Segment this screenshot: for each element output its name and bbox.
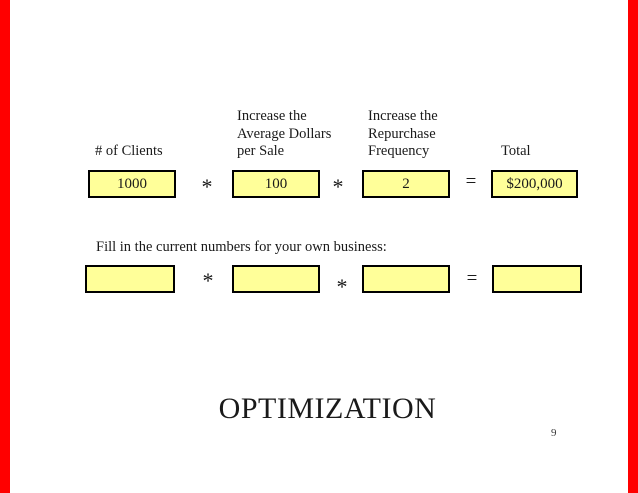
right-red-bar — [628, 0, 638, 493]
column-header-num-clients: # of Clients — [95, 143, 163, 159]
multiply-operator: * — [201, 174, 213, 199]
example-box-repurchase-frequency: 2 — [362, 170, 450, 198]
slide-title: OPTIMIZATION — [218, 392, 437, 425]
page-number: 9 — [551, 427, 557, 439]
example-box-average-dollars: 100 — [232, 170, 320, 198]
column-header-average-dollars-per-sale: Increase the Average Dollars per Sale — [237, 108, 332, 159]
multiply-operator: * — [202, 268, 214, 293]
fill-in-box-total — [492, 265, 582, 293]
fill-in-box-average-dollars — [232, 265, 320, 293]
column-header-repurchase-frequency: Increase the Repurchase Frequency — [368, 108, 438, 159]
equals-operator: = — [466, 268, 478, 289]
fill-in-box-num-clients — [85, 265, 175, 293]
left-red-bar — [0, 0, 10, 493]
multiply-operator: * — [336, 274, 348, 299]
fill-in-box-repurchase-frequency — [362, 265, 450, 293]
example-box-total: $200,000 — [491, 170, 578, 198]
example-box-num-clients: 1000 — [88, 170, 176, 198]
fill-in-prompt: Fill in the current numbers for your own… — [96, 239, 387, 255]
equals-operator: = — [465, 171, 477, 192]
multiply-operator: * — [332, 174, 344, 199]
column-header-total: Total — [501, 143, 531, 159]
